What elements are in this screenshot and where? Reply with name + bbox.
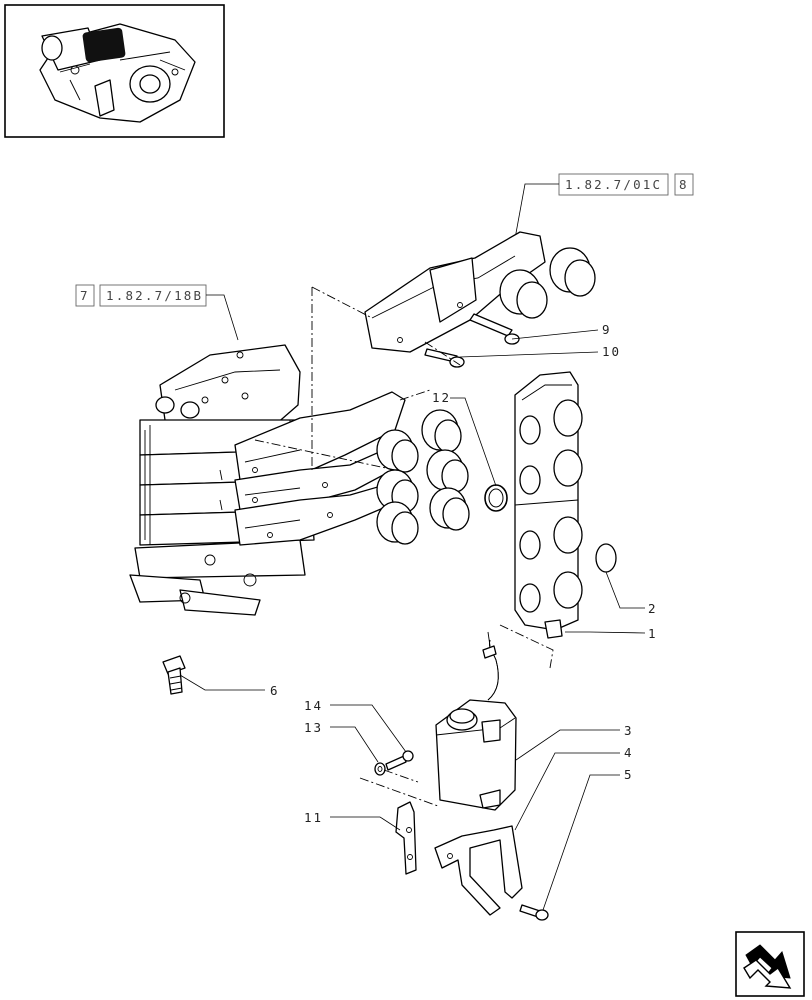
bolt-14-part: [385, 750, 414, 771]
callout-2: 2: [648, 601, 658, 616]
plug-2-part: [595, 543, 617, 573]
callout-11: 11: [304, 810, 323, 825]
snap-ring-12-part: [484, 484, 508, 512]
ref-code-label: 1.82.7/01C: [565, 177, 662, 192]
callout-3: 3: [624, 723, 634, 738]
assembly-thumbnail-icon[interactable]: [4, 4, 225, 138]
ref-code-label: 1.82.7/18B: [106, 288, 203, 303]
ref-page-label: 8: [679, 177, 689, 192]
callout-4: 4: [624, 745, 634, 760]
screw-5-part: [519, 904, 549, 921]
next-page-arrow-icon[interactable]: [735, 931, 805, 997]
washer-13-part: [374, 762, 386, 776]
callout-numbers: 9 10 12 2 1 6 14 13 3 4 5 11: [270, 322, 658, 825]
ref-left[interactable]: 7 1.82.7/18B: [75, 284, 207, 307]
strap-4-part: [434, 825, 523, 916]
callout-leaders: [179, 329, 646, 911]
ref-page-label: 7: [80, 288, 90, 303]
lower-manifold-part: [234, 391, 470, 546]
callout-12: 12: [432, 390, 451, 405]
assembly-centerlines: [254, 286, 554, 807]
callout-13: 13: [304, 720, 323, 735]
bolt-6-part: [162, 655, 186, 695]
reservoir-tank-3-part: [435, 631, 517, 811]
bracket-11-part: [395, 801, 417, 875]
callout-9: 9: [602, 322, 612, 337]
bolt-9-part: [469, 313, 520, 345]
callout-6: 6: [270, 683, 280, 698]
upper-manifold-part: [364, 231, 596, 353]
bolt-10-part: [424, 348, 465, 368]
callout-10: 10: [602, 344, 621, 359]
callout-14: 14: [304, 698, 323, 713]
ref-top-right[interactable]: 1.82.7/01C 8: [558, 173, 694, 196]
callout-5: 5: [624, 767, 634, 782]
callout-1: 1: [648, 626, 658, 641]
manifold-block-1-part: [514, 371, 583, 639]
